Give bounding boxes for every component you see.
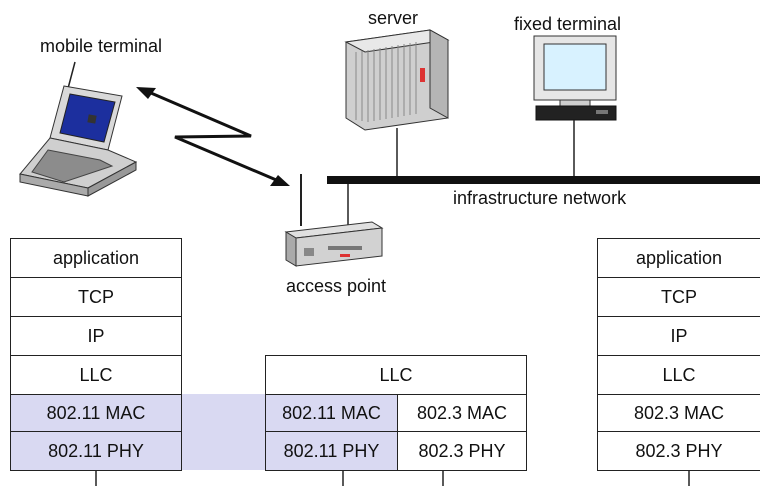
infrastructure-network-line [327, 176, 760, 184]
ap-stack-wired-phy: 802.3 PHY [397, 431, 527, 471]
ap-stack-wireless-phy: 802.11 PHY [265, 431, 398, 471]
server-icon [344, 29, 450, 131]
mobile-stack-phy: 802.11 PHY [10, 431, 182, 471]
ap-stack-wired-mac: 802.3 MAC [397, 394, 527, 432]
mobile-stack-application: application [10, 238, 182, 278]
ap-stack-llc: LLC [265, 355, 527, 395]
access-point-label: access point [286, 276, 387, 296]
mobile-stack-ip: IP [10, 316, 182, 356]
fixed-stack-mac: 802.3 MAC [597, 394, 760, 432]
infrastructure-network-label: infrastructure network [453, 188, 627, 208]
mobile-stack-mac: 802.11 MAC [10, 394, 182, 432]
fixed-terminal-label: fixed terminal [514, 14, 622, 34]
fixed-stack-llc: LLC [597, 355, 760, 395]
mobile-terminal-label: mobile terminal [40, 36, 163, 56]
mobile-stack-tcp: TCP [10, 277, 182, 317]
wireless-link-arrow [136, 87, 290, 186]
laptop-icon [19, 61, 138, 197]
access-point-icon [284, 221, 384, 267]
fixed-stack-tcp: TCP [597, 277, 760, 317]
fixed-stack-ip: IP [597, 316, 760, 356]
fixed-stack-phy: 802.3 PHY [597, 431, 760, 471]
fixed-stack-application: application [597, 238, 760, 278]
server-label: server [368, 8, 419, 28]
mobile-stack-llc: LLC [10, 355, 182, 395]
wireless-link-band [181, 394, 266, 470]
fixed-terminal-icon [533, 35, 617, 121]
ap-stack-wireless-mac: 802.11 MAC [265, 394, 398, 432]
